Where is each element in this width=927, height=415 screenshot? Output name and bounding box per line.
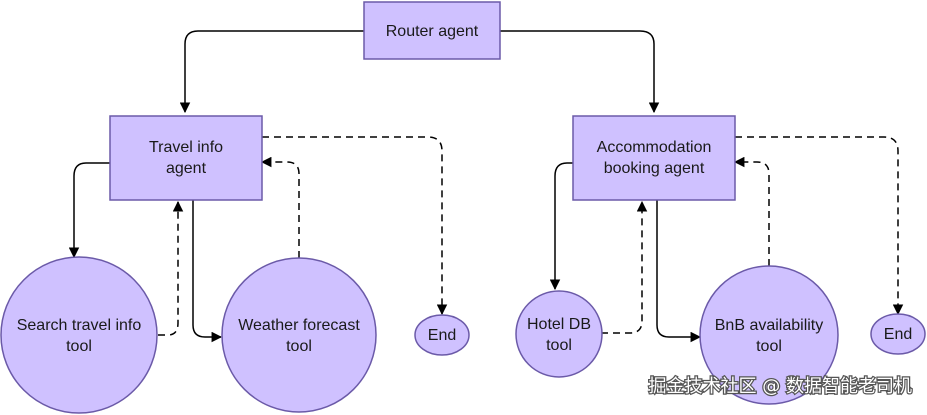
edge-router-to-travel: [179, 30, 364, 114]
accommodation-agent-label-line2: booking agent: [604, 160, 705, 177]
edges-dashed: [158, 136, 904, 336]
end-right-label: End: [884, 326, 912, 343]
edge-accommodation-to-end: [735, 136, 904, 316]
router-agent-box: [363, 1, 501, 60]
router-agent-label: Router agent: [386, 23, 479, 40]
travel-info-agent-box: [109, 115, 263, 201]
search-tool-label-line1: Search travel info: [17, 317, 142, 334]
weather-tool-label-line1: Weather forecast: [238, 317, 360, 334]
edge-router-to-accommodation: [500, 30, 660, 114]
edge-accommodation-to-hotel: [549, 162, 573, 291]
watermark-text: 掘金技术社区 @ 数据智能老司机: [649, 376, 912, 397]
edge-travel-to-weather: [192, 200, 223, 343]
edge-weather-to-travel: [260, 156, 300, 258]
search-travel-info-tool-circle: [0, 256, 158, 414]
accommodation-agent-label-line1: Accommodation: [597, 139, 712, 156]
edge-bnb-to-accommodation: [733, 156, 770, 266]
bnb-tool-label-line1: BnB availability: [715, 317, 824, 334]
travel-info-agent-label-line2: agent: [166, 160, 207, 177]
node-labels: Router agent Travel info agent Accommoda…: [17, 23, 912, 355]
weather-tool-label-line2: tool: [286, 338, 312, 355]
accommodation-agent-box: [572, 115, 736, 201]
bnb-availability-tool-circle: [699, 265, 839, 405]
weather-forecast-tool-circle: [221, 257, 377, 413]
edge-travel-to-search: [68, 162, 110, 259]
end-right-node: [870, 313, 926, 355]
hotel-db-tool-circle: [515, 290, 603, 378]
search-tool-label-line2: tool: [66, 338, 92, 355]
edges-solid: [68, 30, 702, 343]
end-left-node: [414, 314, 470, 356]
edge-search-to-travel: [158, 200, 184, 336]
hotel-tool-label-line1: Hotel DB: [527, 316, 591, 333]
end-left-label: End: [428, 327, 456, 344]
edge-hotel-to-accommodation: [601, 200, 648, 334]
travel-info-agent-label-line1: Travel info: [149, 139, 223, 156]
bnb-tool-label-line2: tool: [756, 338, 782, 355]
hotel-tool-label-line2: tool: [546, 337, 572, 354]
edge-accommodation-to-bnb: [656, 200, 702, 343]
